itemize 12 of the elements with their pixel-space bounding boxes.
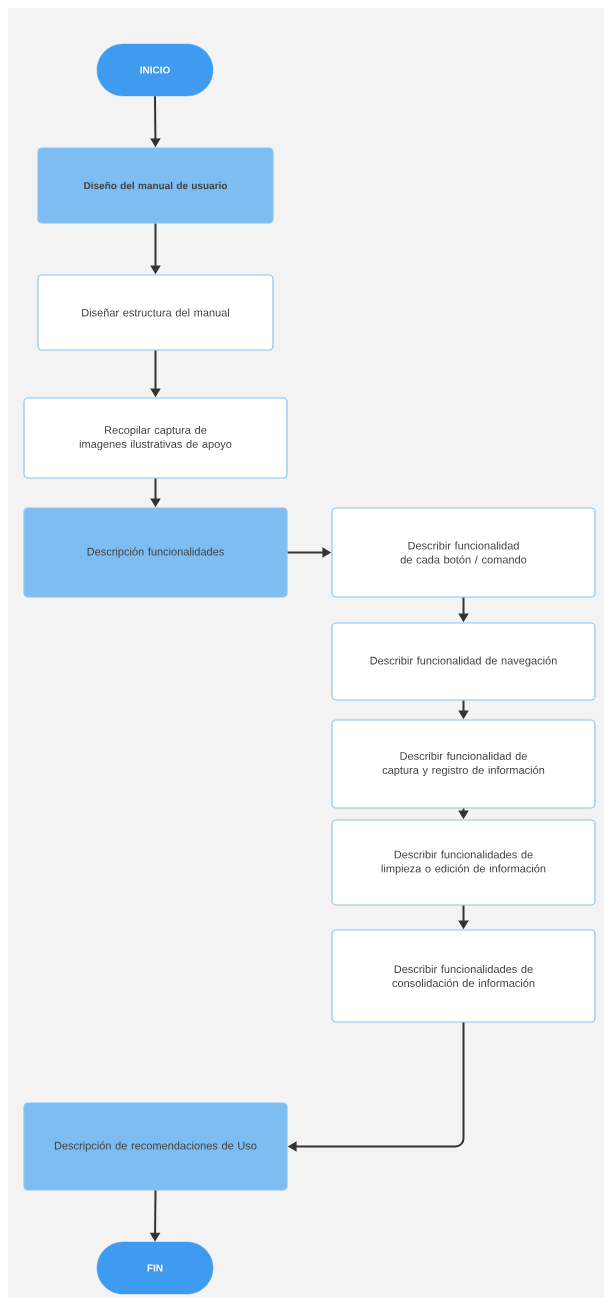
process-box: Descripción de recomendaciones de Uso [23, 1102, 288, 1191]
process-box: Diseño del manual de usuario [37, 147, 274, 224]
process-box: Describir funcionalidad de cada botón / comando [331, 507, 596, 598]
terminal-pill: FIN [96, 1241, 214, 1295]
process-box: Diseñar estructura del manual [37, 274, 274, 351]
process-box: Describir funcionalidades de limpieza o edición de información [331, 819, 596, 906]
terminal-pill: INICIO [96, 43, 214, 97]
process-box: Describir funcionalidades de consolidación de información [331, 929, 596, 1023]
process-box: Describir funcionalidad de captura y registro de información [331, 719, 596, 809]
process-box: Descripción funcionalidades [23, 507, 288, 598]
process-box: Recopilar captura de imagenes ilustrativas de apoyo [23, 397, 288, 479]
process-box: Describir funcionalidad de navegación [331, 622, 596, 701]
